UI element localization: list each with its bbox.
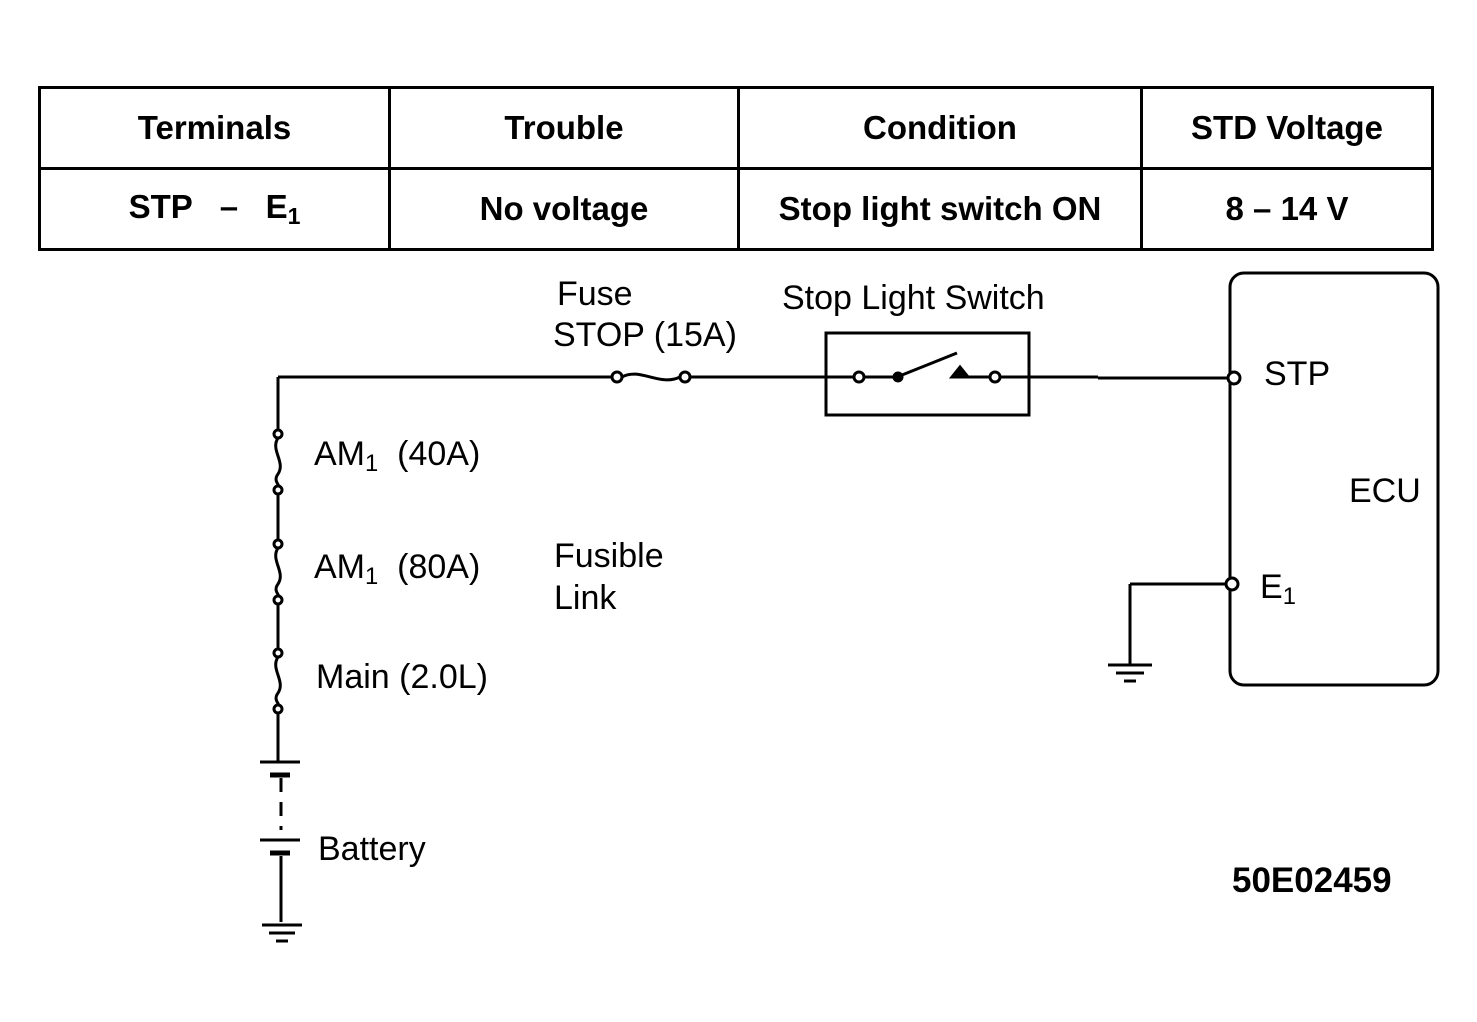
figure-code: 50E02459: [1232, 861, 1392, 900]
table-header-row: Terminals Trouble Condition STD Voltage: [38, 86, 1434, 170]
e1-terminal: [1224, 576, 1240, 592]
battery-symbol: [260, 760, 300, 922]
am1-40a-label: AM1 (40A): [314, 437, 480, 476]
am1-40a-name: AM: [314, 435, 365, 473]
am1-40a-rating: (40A): [397, 435, 481, 473]
fuse-label: Fuse: [557, 275, 633, 313]
stp-terminal: [1226, 370, 1242, 386]
stp-label: STP: [1264, 355, 1331, 393]
stop-light-switch-symbol: [824, 331, 1031, 417]
am1-80a-name: AM: [314, 548, 365, 586]
fusible-link-am1-80a-symbol: [272, 538, 284, 606]
fusible-link-am1-40a-symbol: [272, 428, 284, 496]
terminal-b-sub: 1: [287, 202, 301, 229]
e1-sub: 1: [1282, 582, 1296, 610]
fuse-rating-label: STOP (15A): [553, 316, 737, 354]
cell-trouble: No voltage: [388, 167, 740, 251]
cell-condition: Stop light switch ON: [737, 167, 1143, 251]
am1-80a-sub: 1: [365, 562, 379, 590]
stop-light-switch-label: Stop Light Switch: [782, 279, 1045, 317]
e1-name: E: [1260, 568, 1283, 606]
battery-ground-symbol: [262, 923, 302, 943]
ecu-label: ECU: [1349, 472, 1421, 510]
am1-40a-sub: 1: [365, 449, 379, 477]
terminal-a: STP: [128, 188, 193, 226]
am1-80a-rating: (80A): [397, 548, 481, 586]
stop-fuse-symbol: [610, 370, 692, 384]
ecu-box: [1228, 271, 1440, 687]
cell-terminals: STP – E1: [38, 167, 391, 251]
e1-label: E1: [1260, 570, 1296, 609]
battery-label: Battery: [318, 830, 426, 868]
table-row: STP – E1 No voltage Stop light switch ON…: [38, 167, 1434, 251]
terminal-dash: –: [219, 188, 239, 226]
fusible-link-label-2: Link: [554, 579, 617, 617]
am1-80a-label: AM1 (80A): [314, 550, 480, 589]
header-terminals: Terminals: [38, 86, 391, 170]
cell-voltage: 8 – 14 V: [1140, 167, 1434, 251]
fusible-link-label-1: Fusible: [554, 537, 664, 575]
header-std-voltage: STD Voltage: [1140, 86, 1434, 170]
header-trouble: Trouble: [388, 86, 740, 170]
main-fusible-label: Main (2.0L): [316, 658, 488, 696]
fusible-link-main-symbol: [272, 647, 284, 715]
e1-ground-symbol: [1108, 582, 1226, 683]
terminal-b: E: [265, 188, 288, 226]
header-condition: Condition: [737, 86, 1143, 170]
terminal-spec-table: Terminals Trouble Condition STD Voltage …: [38, 86, 1434, 251]
